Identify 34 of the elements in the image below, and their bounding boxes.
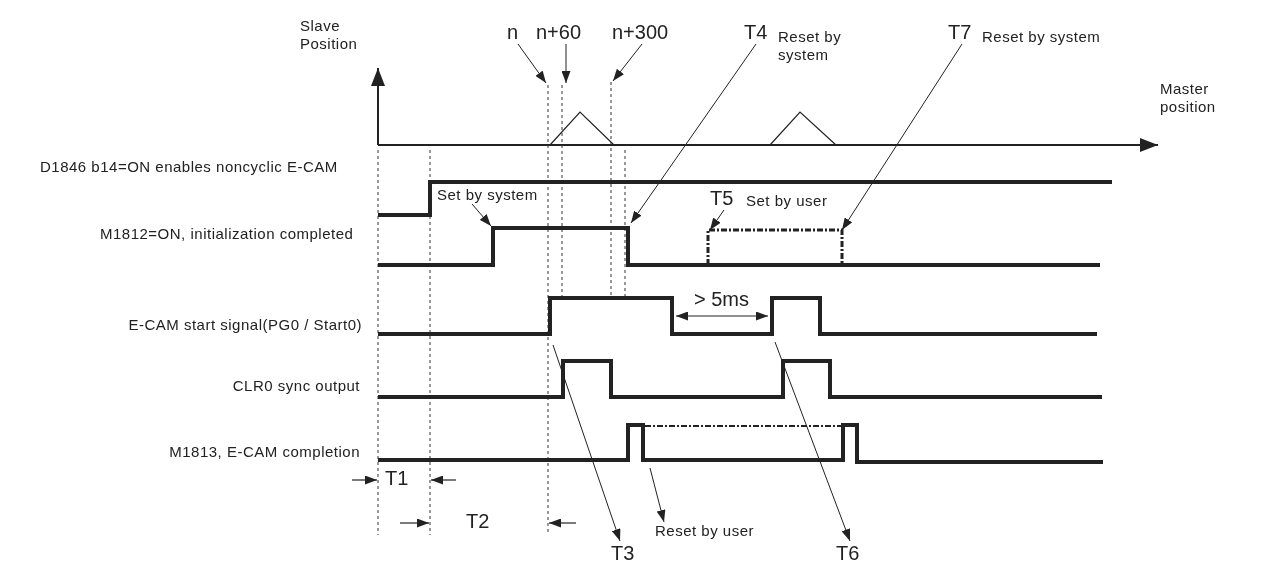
callout-label: T5 (710, 186, 734, 210)
leader-arrow (649, 467, 666, 523)
dimension-label: > 5ms (694, 287, 750, 311)
leader-arrow (552, 344, 621, 542)
signal-name: M1812=ON, initialization completed (100, 225, 355, 243)
leader-arrow (841, 43, 963, 231)
dimension-label: T2 (466, 509, 490, 533)
leader-arrow (709, 209, 725, 231)
signal-name: CLR0 sync output (231, 377, 360, 395)
signal-name: M1813, E-CAM completion (168, 443, 360, 461)
callout-label: n+300 (612, 20, 669, 44)
signal-name: E-CAM start signal(PG0 / Start0) (127, 316, 362, 334)
dimension-label: T1 (385, 466, 409, 490)
leader-arrow (471, 203, 492, 227)
callout-label: n+60 (536, 20, 582, 44)
leader-arrow (612, 43, 643, 82)
note-text: Reset by system (778, 28, 843, 64)
callout-label: T4 (744, 20, 768, 44)
note-text: Set by user (746, 192, 828, 210)
leader-arrow (774, 341, 851, 542)
callout-label: Set by system (437, 186, 538, 204)
callout-label: T3 (611, 541, 635, 565)
callout-label: n (507, 20, 519, 44)
axis-label: Slave Position (300, 17, 359, 53)
signal-name: D1846 b14=ON enables noncyclic E-CAM (40, 158, 339, 176)
note-text: Reset by system (982, 28, 1101, 46)
axis-label: Master position (1160, 80, 1217, 116)
callout-label: T7 (948, 20, 972, 44)
optional-waveform (706, 228, 844, 265)
callout-label: Reset by user (655, 522, 755, 540)
leader-arrow (630, 43, 757, 224)
leader-arrow (561, 43, 571, 84)
leader-arrow (517, 43, 547, 84)
callout-label: T6 (836, 541, 860, 565)
